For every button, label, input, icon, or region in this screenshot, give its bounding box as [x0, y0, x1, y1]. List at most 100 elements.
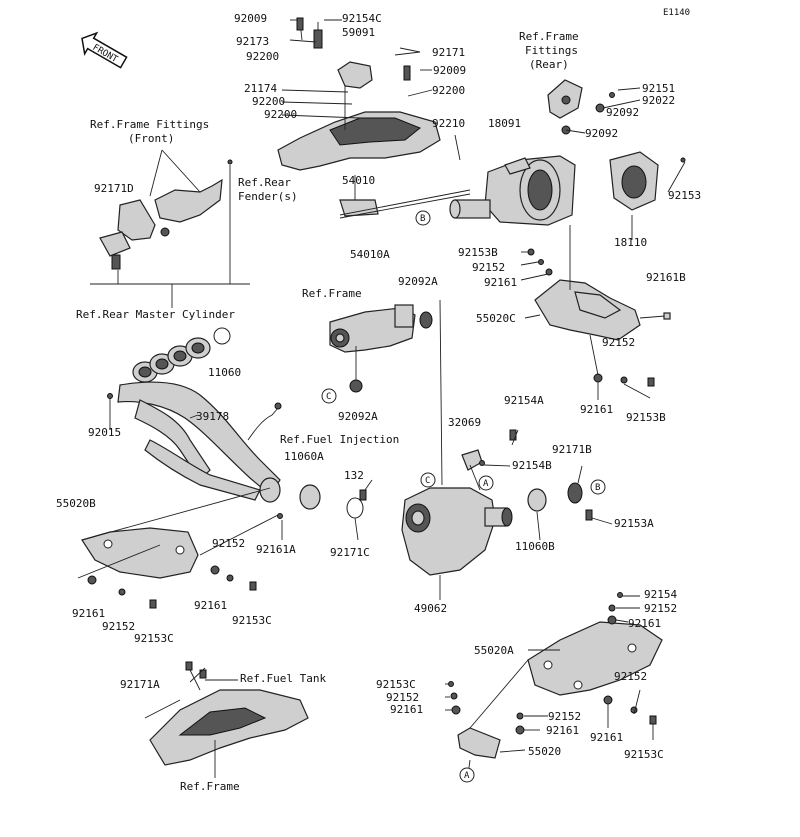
part-label-92092a-b: 92092A	[338, 410, 378, 423]
part-label-18110: 18110	[614, 236, 647, 249]
part-label-ref-rear-master-cylinder: Ref.Rear Master Cylinder	[76, 308, 235, 321]
callout-b-a: B	[415, 210, 431, 226]
callout-letter: C	[326, 392, 331, 402]
part-label-ref-fuel-injection: Ref.Fuel Injection	[280, 433, 399, 446]
callout-letter: B	[595, 483, 600, 493]
part-label-92092-a: 92092	[606, 106, 639, 119]
part-label-92152-g: 92152	[614, 670, 647, 683]
part-label-92171-a: 92171	[432, 46, 465, 59]
part-label-92153a: 92153A	[614, 517, 654, 530]
part-label-55020: 55020	[528, 745, 561, 758]
callout-c-b: C	[420, 472, 436, 488]
part-label-92009-b: 92009	[433, 64, 466, 77]
part-label-11060a: 11060A	[284, 450, 324, 463]
part-label-92092-b: 92092	[585, 127, 618, 140]
part-label-92152-h: 92152	[548, 710, 581, 723]
callout-a-a: A	[478, 475, 494, 491]
clamp-92171c	[346, 497, 364, 519]
part-label-ref-frame-fittings-front: Ref.Frame Fittings(Front)	[90, 118, 209, 145]
part-label-92171d: 92171D	[94, 182, 134, 195]
part-label-49062: 49062	[414, 602, 447, 615]
clamp-92171b	[567, 482, 583, 504]
part-label-92210: 92210	[432, 117, 465, 130]
heat-shield-c	[527, 225, 671, 387]
part-label-92151: 92151	[642, 82, 675, 95]
part-label-92161-g: 92161	[590, 731, 623, 744]
part-label-92015: 92015	[88, 426, 121, 439]
part-label-92022: 92022	[642, 94, 675, 107]
rear-fender-assembly	[277, 17, 441, 217]
bracket-55020	[448, 659, 529, 776]
part-label-92153b-a: 92153B	[458, 246, 498, 259]
part-label-92200-d: 92200	[432, 84, 465, 97]
part-label-92161-b: 92161	[580, 403, 613, 416]
part-label-ref-frame-mid: Ref.Frame	[302, 287, 362, 300]
part-label-54010a: 54010A	[350, 248, 390, 261]
lower-muffler	[401, 299, 513, 576]
part-label-92161b: 92161B	[646, 271, 686, 284]
part-label-55020b: 55020B	[56, 497, 96, 510]
callout-b-b: B	[590, 479, 606, 495]
front-frame-fitting	[90, 159, 250, 308]
callout-letter: A	[483, 479, 489, 489]
part-label-55020c: 55020C	[476, 312, 516, 325]
part-label-59091: 59091	[342, 26, 375, 39]
part-label-92154a: 92154A	[504, 394, 544, 407]
gasket-11060b	[527, 488, 547, 512]
callout-letter: A	[464, 771, 470, 781]
part-label-11060b: 11060B	[515, 540, 555, 553]
heat-shield-a	[527, 592, 663, 725]
part-label-92171c: 92171C	[330, 546, 370, 559]
part-label-92161a: 92161A	[256, 543, 296, 556]
part-label-92200-c: 92200	[264, 108, 297, 121]
part-label-55020a: 55020A	[474, 644, 514, 657]
exhaust-headers	[107, 327, 282, 503]
part-label-92152-b: 92152	[602, 336, 635, 349]
frame-bracket-mid	[329, 304, 433, 393]
part-label-92152-c: 92152	[212, 537, 245, 550]
part-label-92161-a: 92161	[484, 276, 517, 289]
part-label-92153-a: 92153	[668, 189, 701, 202]
part-label-92171b: 92171B	[552, 443, 592, 456]
part-label-ref-frame-bottom: Ref.Frame	[180, 780, 240, 793]
part-label-92200-a: 92200	[246, 50, 279, 63]
part-label-32069: 32069	[448, 416, 481, 429]
part-label-92161-c: 92161	[194, 599, 227, 612]
callout-letter: C	[425, 476, 430, 486]
leader-lines	[109, 19, 686, 753]
part-label-92009-a: 92009	[234, 12, 267, 25]
callout-a-b: A	[459, 767, 475, 783]
part-label-21174: 21174	[244, 82, 277, 95]
part-label-92154b: 92154B	[512, 459, 552, 472]
muffler-end-cover	[609, 151, 659, 211]
part-label-92171a: 92171A	[120, 678, 160, 691]
part-label-92152-a: 92152	[472, 261, 505, 274]
part-label-92154c: 92154C	[342, 12, 382, 25]
part-label-92153c-a: 92153C	[232, 614, 272, 627]
part-label-92154: 92154	[644, 588, 677, 601]
part-label-92153b-b: 92153B	[626, 411, 666, 424]
part-label-ref-fuel-tank: Ref.Fuel Tank	[240, 672, 326, 685]
part-label-92200-b: 92200	[252, 95, 285, 108]
part-label-92161-f: 92161	[390, 703, 423, 716]
part-label-92153c-d: 92153C	[624, 748, 664, 761]
part-label-132: 132	[344, 469, 364, 482]
part-label-92092a-a: 92092A	[398, 275, 438, 288]
part-label-92161-d: 92161	[72, 607, 105, 620]
part-label-18091: 18091	[488, 117, 521, 130]
part-label-92161-e: 92161	[628, 617, 661, 630]
part-label-92153c-b: 92153C	[134, 632, 174, 645]
part-label-92161-h: 92161	[546, 724, 579, 737]
part-label-92152-e: 92152	[644, 602, 677, 615]
callouts: B C C A B A	[321, 210, 606, 783]
part-label-39178: 39178	[196, 410, 229, 423]
upper-muffler	[449, 155, 576, 226]
part-label-92152-d: 92152	[102, 620, 135, 633]
front-arrow-icon: FRONT	[81, 31, 128, 69]
callout-letter: B	[420, 214, 425, 224]
